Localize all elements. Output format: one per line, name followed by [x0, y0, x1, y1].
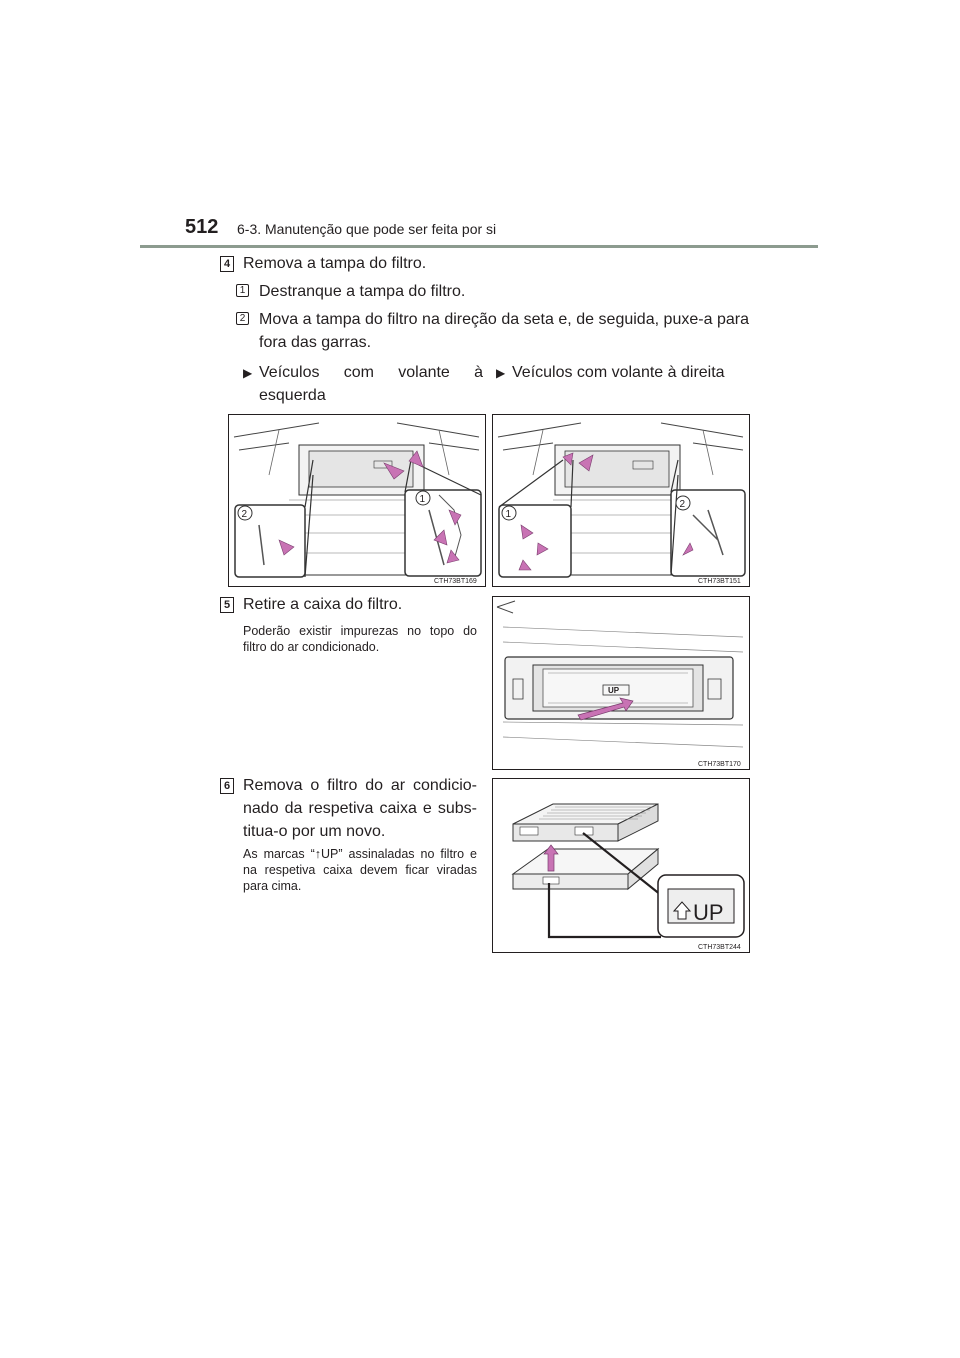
callout-1: 1 [420, 494, 426, 505]
step-6-note: As marcas “↑UP” assinaladas no filtro e … [243, 847, 477, 893]
substep-2-badge: 2 [236, 312, 249, 325]
figure-code: CTH73BT169 [434, 578, 477, 585]
figure-right-hand-drive: 1 2 CTH73BT151 [492, 414, 750, 587]
triangle-bullet-icon: ▶ [496, 366, 506, 380]
substep-2-text: Mova a tampa do filtro na direção da set… [259, 311, 749, 351]
figure-remove-filter-case: UP CTH73BT170 [492, 596, 750, 770]
step-5-badge: 5 [220, 597, 234, 613]
step-6-badge: 6 [220, 778, 234, 794]
step-4-badge: 4 [220, 256, 234, 272]
up-mark-large: UP [693, 900, 724, 925]
figure-code: CTH73BT170 [698, 761, 741, 768]
figure-replace-filter: UP CTH73BT244 [492, 778, 750, 953]
variant-left-label-line1: Veículos com volante à esquerda [259, 364, 483, 381]
variant-right-label: Veículos com volante à direita [512, 364, 725, 381]
substep-1-badge: 1 [236, 284, 249, 297]
callout-1: 1 [506, 509, 512, 520]
page-number: 512 [185, 216, 219, 238]
step-4-title: Remova a tampa do filtro. [243, 255, 427, 272]
figure-code: CTH73BT151 [698, 578, 741, 585]
triangle-bullet-icon: ▶ [243, 366, 253, 380]
figure-code: CTH73BT244 [698, 944, 741, 951]
figure-left-hand-drive: 2 1 CTH73BT169 [228, 414, 486, 587]
up-mark: UP [608, 686, 620, 695]
header-divider [140, 245, 818, 248]
section-title: 6-3. Manutenção que pode ser feita por s… [237, 221, 497, 237]
step-5-title: Retire a caixa do filtro. [243, 596, 403, 613]
step-6-title: Remova o filtro do ar condicio- nado da … [243, 777, 477, 840]
variant-left-label-line2: esquerda [259, 387, 326, 404]
callout-2: 2 [680, 499, 686, 510]
substep-1-text: Destranque a tampa do filtro. [259, 283, 466, 300]
callout-2: 2 [242, 509, 248, 520]
step-5-note: Poderão existir impurezas no topo do fil… [243, 624, 477, 654]
